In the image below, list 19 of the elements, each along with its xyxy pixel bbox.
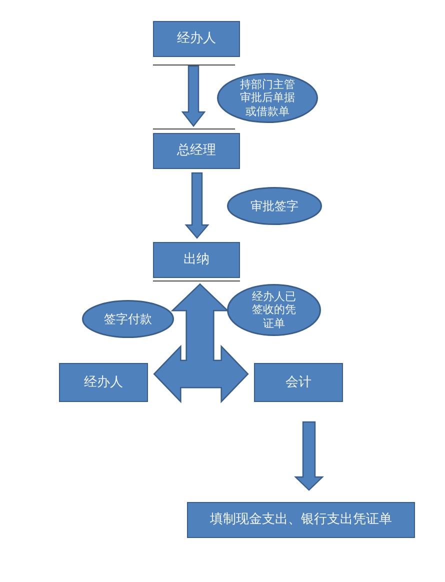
note-text: 审批签字 [250,198,300,214]
note-text: 持部门主管审批后单据或借款单 [239,78,296,118]
note-text: 签字付款 [103,312,153,326]
step-label: 填制现金支出、银行支出凭证单 [210,512,392,528]
step-label: 会计 [286,374,312,390]
process-box [153,242,240,278]
note-text: 经办人已签收的凭证单 [251,290,297,330]
step-label: 总经理 [177,143,216,159]
process-box [59,363,148,402]
process-box [254,363,343,402]
step-label: 经办人 [84,374,123,390]
step-label: 出纳 [184,252,210,268]
block-arrow [181,65,206,127]
process-box [153,21,240,57]
process-box [187,502,415,538]
block-arrow [184,172,210,239]
block-arrow [294,421,324,491]
step-label: 经办人 [177,31,216,47]
process-box [153,133,240,169]
